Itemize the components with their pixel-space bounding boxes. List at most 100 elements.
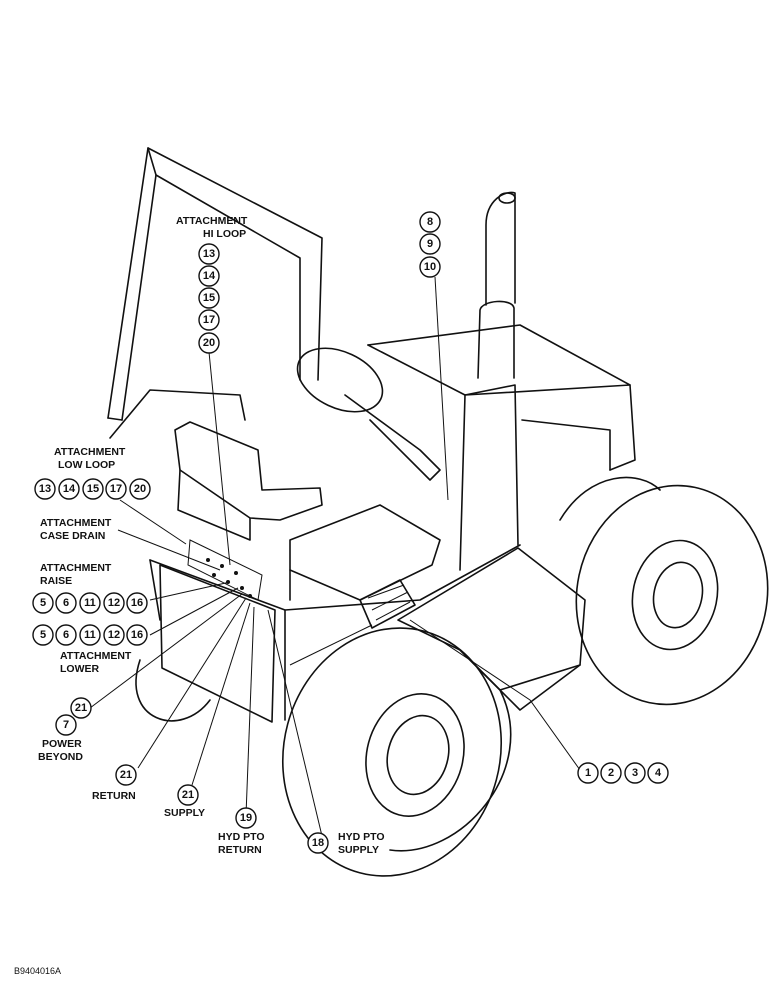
callout-number: 7 [63,719,69,731]
callout-number: 8 [427,216,433,228]
callout-ring [198,309,220,331]
callout-power-beyond-21: 21 [70,697,92,719]
callout-number: 16 [131,629,143,641]
callout-ring [198,265,220,287]
engine-hood [367,324,636,571]
label-line: SUPPLY [338,844,379,856]
callout-hyd-pto-return-19: 19 [235,807,257,829]
operator-seat [109,389,323,541]
callout-number: 6 [63,597,69,609]
callout-number: 20 [203,337,215,349]
callout-ring [419,256,441,278]
callout-hi-loop-13: 13 [198,243,220,265]
label-line: ATTACHMENT [40,517,112,529]
label-line: ATTACHMENT [60,650,132,662]
callout-number: 1 [585,767,591,779]
callout-ring [647,762,669,784]
callout-ring [600,762,622,784]
callout-raise-6: 6 [55,592,77,614]
callout-hi-loop-14: 14 [198,265,220,287]
callout-ring [58,478,80,500]
callout-lower-11: 11 [79,624,101,646]
callout-exhaust-10: 10 [419,256,441,278]
callout-number: 12 [108,629,120,641]
front-left-wheel [281,627,512,877]
label-line: LOW LOOP [58,459,115,471]
callout-number: 5 [40,629,46,641]
callout-valve-3: 3 [624,762,646,784]
callout-lower-12: 12 [103,624,125,646]
callout-number: 9 [427,238,433,250]
callout-lower-16: 16 [126,624,148,646]
callout-number: 14 [203,270,216,282]
callout-exhaust-8: 8 [419,211,441,233]
callout-ring [235,807,257,829]
label-line: HI LOOP [203,228,246,240]
label-attachment-low-loop: ATTACHMENT LOW LOOP [54,446,126,471]
callout-hi-loop-20: 20 [198,332,220,354]
callout-lower-5: 5 [32,624,54,646]
callout-ring [55,714,77,736]
label-line: LOWER [60,663,99,675]
callout-number: 18 [312,837,324,849]
callout-raise-5: 5 [32,592,54,614]
callout-ring [126,592,148,614]
callout-low-loop-13: 13 [34,478,56,500]
label-line: ATTACHMENT [54,446,126,458]
front-fender [397,547,586,711]
callout-ring [307,832,329,854]
callout-ring [103,624,125,646]
label-attachment-raise: ATTACHMENT RAISE [40,562,112,587]
callout-number: 21 [120,769,132,781]
callout-lower-6: 6 [55,624,77,646]
callout-ring [198,287,220,309]
callout-valve-4: 4 [647,762,669,784]
callout-low-loop-15: 15 [82,478,104,500]
label-hyd-pto-return: HYD PTO RETURN [218,831,264,856]
callout-number: 17 [203,314,215,326]
callout-number: 13 [203,248,215,260]
callout-supply-21: 21 [177,784,199,806]
callout-ring [32,624,54,646]
label-hyd-pto-supply: HYD PTO SUPPLY [338,831,384,856]
label-line: HYD PTO [338,831,384,843]
steering-wheel [296,347,441,481]
callout-ring [198,332,220,354]
callout-number: 14 [63,483,76,495]
callout-ring [32,592,54,614]
callout-ring [70,697,92,719]
callout-ring [103,592,125,614]
label-attachment-hi-loop: ATTACHMENT HI LOOP [176,215,248,240]
callout-ring [82,478,104,500]
callout-number: 11 [84,597,96,609]
callout-ring [129,478,151,500]
callout-number: 11 [84,629,96,641]
callout-hi-loop-15: 15 [198,287,220,309]
callout-number: 13 [39,483,51,495]
label-return: RETURN [92,790,136,802]
front-right-wheel [575,484,769,706]
callout-low-loop-20: 20 [129,478,151,500]
callout-ring [79,592,101,614]
label-supply: SUPPLY [164,807,205,819]
callout-number: 17 [110,483,122,495]
callout-raise-12: 12 [103,592,125,614]
callout-ring [55,592,77,614]
label-attachment-lower: ATTACHMENT LOWER [60,650,132,675]
figure-id: B9404016A [14,966,61,976]
coupler-panel [159,539,276,723]
rops-frame [107,147,323,421]
callout-low-loop-14: 14 [58,478,80,500]
rear-left-wheel [135,659,211,722]
label-line: ATTACHMENT [176,215,248,227]
callout-ring [126,624,148,646]
dash-console [289,504,441,601]
callout-ring [55,624,77,646]
callout-valve-1: 1 [577,762,599,784]
callout-ring [624,762,646,784]
callout-ring [79,624,101,646]
callout-valve-2: 2 [600,762,622,784]
